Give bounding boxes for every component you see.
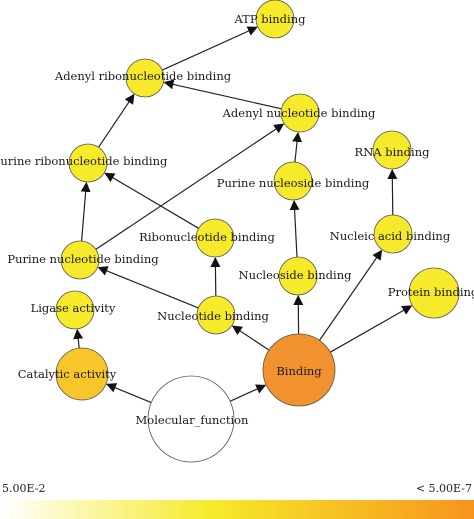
node-ligase: Ligase activity [31, 290, 116, 330]
node-ribonucleotide: Ribonucleotide binding [139, 218, 275, 258]
node-purine-ribo: Purine ribonucleotide binding [0, 143, 168, 183]
node-circle-purine-nucleoside [273, 161, 313, 201]
edge-binding-to-nucleotide [231, 325, 270, 351]
edge-molecular-to-binding [229, 384, 267, 402]
edges-layer [73, 26, 413, 404]
node-circle-adenyl-nuc [280, 93, 320, 133]
node-protein: Protein binding [388, 267, 474, 319]
node-label-nucleotide: Nucleotide binding [157, 309, 269, 323]
node-label-adenyl-nuc: Adenyl nucleotide binding [222, 106, 376, 120]
node-purine-nucleotide: Purine nucleotide binding [7, 240, 159, 280]
node-binding: Binding [262, 333, 336, 407]
node-label-atp: ATP binding [234, 12, 307, 26]
node-nucleic-acid: Nucleic acid binding [330, 214, 451, 254]
edge-purine-ribo-to-adenyl-ribo [98, 93, 135, 148]
edge-adenyl-nuc-to-adenyl-ribo [163, 79, 282, 110]
node-label-catalytic: Catalytic activity [18, 367, 117, 381]
edge-nucleotide-to-purine-nucleotide [97, 266, 199, 309]
edge-binding-to-protein [330, 305, 413, 353]
node-circle-catalytic [55, 347, 109, 401]
node-nucleoside: Nucleoside binding [239, 256, 353, 296]
legend: 5.00E-2 < 5.00E-7 [0, 482, 474, 519]
edge-molecular-to-catalytic [106, 383, 152, 404]
node-adenyl-ribo: Adenyl ribonucleotide binding [54, 58, 232, 98]
node-atp: ATP binding [234, 0, 307, 39]
legend-right-label: < 5.00E-7 [416, 482, 472, 495]
node-rna: RNA binding [355, 130, 431, 170]
node-label-nucleoside: Nucleoside binding [239, 268, 353, 282]
node-circle-molecular [147, 375, 235, 463]
node-circle-nucleoside [278, 256, 318, 296]
edge-catalytic-to-ligase [73, 328, 84, 349]
node-circle-protein [408, 267, 460, 319]
node-circle-ribonucleotide [195, 218, 235, 258]
node-circle-nucleic-acid [373, 214, 413, 254]
edge-nucleotide-to-ribonucleotide [210, 257, 221, 297]
node-label-purine-nucleoside: Purine nucleoside binding [217, 176, 370, 190]
node-circle-purine-ribo [68, 143, 108, 183]
node-circle-adenyl-ribo [125, 58, 165, 98]
node-circle-purine-nucleotide [60, 240, 100, 280]
edge-purine-nucleotide-to-purine-ribo [80, 181, 91, 242]
edge-binding-to-nucleic-acid [319, 249, 383, 341]
node-circle-nucleotide [196, 295, 236, 335]
node-label-binding: Binding [276, 364, 322, 378]
node-label-molecular: Molecular_function [136, 413, 250, 427]
node-label-nucleic-acid: Nucleic acid binding [330, 229, 451, 243]
node-purine-nucleoside: Purine nucleoside binding [217, 161, 370, 201]
edge-ribonucleotide-to-purine-ribo [104, 172, 199, 229]
node-catalytic: Catalytic activity [18, 347, 117, 401]
node-circle-rna [372, 130, 412, 170]
node-label-rna: RNA binding [355, 145, 431, 159]
edge-purine-nucleoside-to-adenyl-nuc [292, 131, 303, 163]
node-label-ribonucleotide: Ribonucleotide binding [139, 230, 275, 244]
legend-left-label: 5.00E-2 [2, 482, 45, 495]
edge-nucleic-acid-to-rna [387, 169, 398, 216]
node-nucleotide: Nucleotide binding [157, 295, 269, 335]
node-circle-atp [255, 0, 295, 39]
node-label-purine-nucleotide: Purine nucleotide binding [7, 252, 159, 266]
edge-nucleoside-to-purine-nucleoside [289, 200, 300, 258]
node-label-protein: Protein binding [388, 285, 474, 299]
node-adenyl-nuc: Adenyl nucleotide binding [222, 93, 376, 133]
edge-adenyl-ribo-to-atp [162, 26, 258, 71]
edge-purine-nucleotide-to-adenyl-nuc [95, 123, 285, 250]
node-circle-binding [262, 333, 336, 407]
node-molecular: Molecular_function [136, 375, 250, 463]
node-label-ligase: Ligase activity [31, 301, 116, 315]
node-label-purine-ribo: Purine ribonucleotide binding [0, 154, 168, 168]
legend-color-bar [0, 500, 474, 519]
node-circle-ligase [55, 290, 95, 330]
node-label-adenyl-ribo: Adenyl ribonucleotide binding [54, 69, 232, 83]
